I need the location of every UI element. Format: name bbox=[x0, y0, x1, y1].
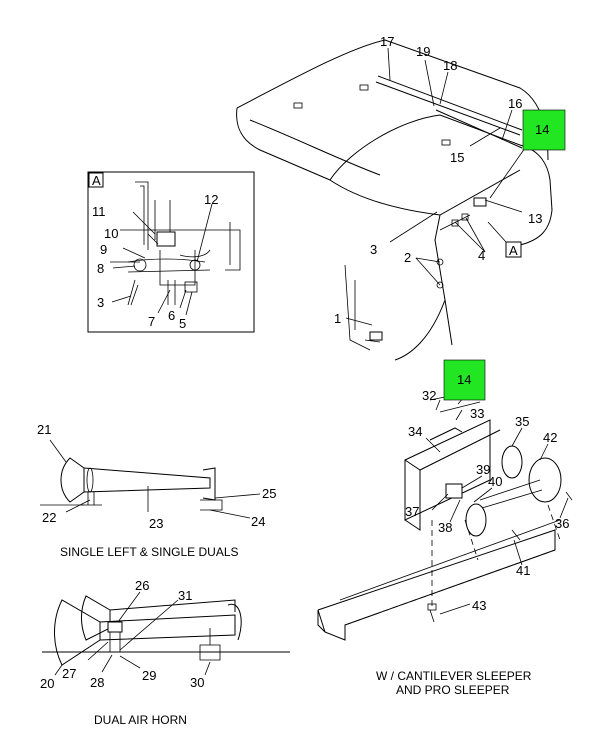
dual-horn-drawing bbox=[42, 591, 290, 676]
sleeper-bracket-drawing bbox=[317, 389, 573, 641]
callout-43: 43 bbox=[472, 598, 486, 613]
callout-3-detail: 3 bbox=[97, 295, 104, 310]
callout-20: 20 bbox=[40, 676, 54, 691]
callout-9: 9 bbox=[100, 242, 107, 257]
callout-14-top: 14 bbox=[535, 122, 549, 137]
detail-a-leaders bbox=[111, 203, 213, 316]
callout-38: 38 bbox=[438, 520, 452, 535]
callout-30: 30 bbox=[190, 675, 204, 690]
callout-13: 13 bbox=[528, 211, 542, 226]
cab-leaders bbox=[345, 47, 533, 326]
callout-33: 33 bbox=[470, 406, 484, 421]
callout-12: 12 bbox=[204, 192, 218, 207]
callout-39: 39 bbox=[476, 462, 490, 477]
callout-41: 41 bbox=[516, 563, 530, 578]
callout-14-bottom: 14 bbox=[457, 372, 471, 387]
callout-31: 31 bbox=[178, 588, 192, 603]
highlight-box-bottom bbox=[443, 359, 486, 401]
callout-10: 10 bbox=[104, 226, 118, 241]
callout-19: 19 bbox=[416, 44, 430, 59]
callout-18: 18 bbox=[443, 58, 457, 73]
callout-17: 17 bbox=[380, 34, 394, 49]
detail-a-tag-cab: A bbox=[509, 243, 518, 258]
callout-24: 24 bbox=[251, 514, 265, 529]
callout-3-cab: 3 bbox=[370, 242, 377, 257]
callout-4: 4 bbox=[478, 248, 485, 263]
callout-35: 35 bbox=[515, 414, 529, 429]
callout-34: 34 bbox=[408, 424, 422, 439]
detail-a-tag-box: A bbox=[92, 173, 101, 188]
callout-27: 27 bbox=[62, 666, 76, 681]
callout-28: 28 bbox=[90, 675, 104, 690]
single-horn-drawing bbox=[40, 439, 261, 519]
callout-7: 7 bbox=[148, 314, 155, 329]
callout-11: 11 bbox=[92, 204, 106, 219]
caption-dual: DUAL AIR HORN bbox=[94, 713, 187, 727]
callout-40: 40 bbox=[488, 474, 502, 489]
callout-21: 21 bbox=[37, 422, 51, 437]
callout-29: 29 bbox=[142, 668, 156, 683]
callout-42: 42 bbox=[543, 430, 557, 445]
callout-32: 32 bbox=[422, 388, 436, 403]
cab-roof-drawing bbox=[236, 39, 553, 361]
callout-2: 2 bbox=[404, 250, 411, 265]
callout-37: 37 bbox=[405, 504, 419, 519]
callout-26: 26 bbox=[135, 578, 149, 593]
callout-1: 1 bbox=[334, 311, 341, 326]
callout-6: 6 bbox=[168, 308, 175, 323]
callout-23: 23 bbox=[149, 516, 163, 531]
caption-sleeper-line1: W / CANTILEVER SLEEPER bbox=[376, 669, 532, 683]
callout-22: 22 bbox=[42, 510, 56, 525]
caption-sleeper-line2: AND PRO SLEEPER bbox=[396, 683, 510, 697]
detail-a-drawing bbox=[87, 171, 255, 333]
detail-a-tag-cab-box bbox=[505, 241, 522, 258]
caption-single: SINGLE LEFT & SINGLE DUALS bbox=[60, 545, 239, 559]
callout-15: 15 bbox=[450, 150, 464, 165]
callout-36: 36 bbox=[555, 516, 569, 531]
callout-5: 5 bbox=[179, 316, 186, 331]
callout-8: 8 bbox=[97, 261, 104, 276]
highlight-box-top bbox=[522, 109, 566, 151]
callout-25: 25 bbox=[262, 486, 276, 501]
callout-16: 16 bbox=[508, 96, 522, 111]
